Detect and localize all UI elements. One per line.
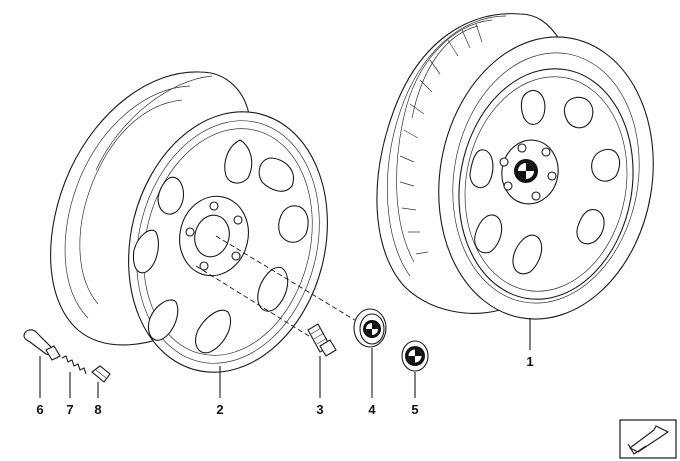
callouts: 1 2 3 4 5 6 7 8	[36, 354, 533, 417]
rim-drawing[interactable]	[50, 71, 354, 394]
callout-6[interactable]: 6	[36, 402, 43, 417]
arrow-icon[interactable]	[619, 419, 677, 459]
valve-cap-drawing[interactable]	[91, 365, 111, 383]
callout-5[interactable]: 5	[411, 402, 418, 417]
callout-1[interactable]: 1	[526, 354, 533, 369]
emblem-drawing[interactable]	[401, 340, 429, 372]
assembly-lines	[195, 235, 359, 339]
callout-7[interactable]: 7	[66, 402, 73, 417]
callout-2[interactable]: 2	[216, 402, 223, 417]
callout-3[interactable]: 3	[316, 402, 323, 417]
hub-cap-drawing[interactable]	[353, 308, 387, 348]
leader-lines	[39, 318, 531, 398]
callout-8[interactable]: 8	[94, 402, 101, 417]
valve-insert-drawing[interactable]	[61, 355, 87, 375]
wheel-bolt-drawing[interactable]	[307, 323, 337, 357]
callout-4[interactable]: 4	[368, 402, 376, 417]
wheel-center-emblem	[514, 159, 538, 183]
tire-valve-drawing[interactable]	[23, 329, 61, 361]
tyre-drawing[interactable]	[376, 13, 675, 337]
